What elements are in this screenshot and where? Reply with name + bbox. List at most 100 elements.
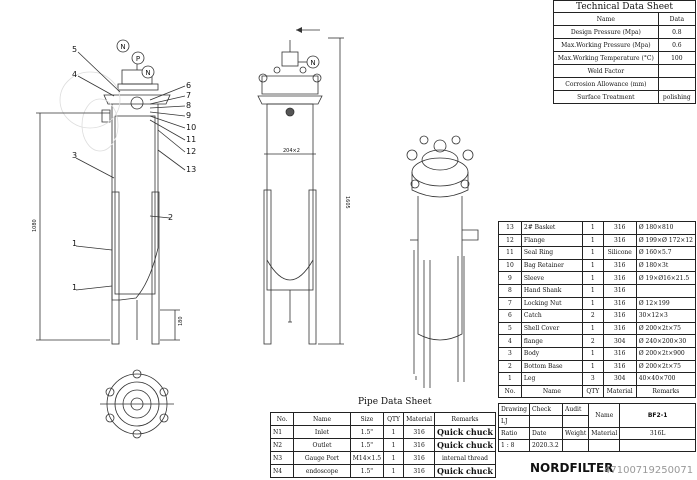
bom-cell-remarks: Ø 180×810: [635, 221, 697, 235]
tds-row-name: Weld Factor: [553, 64, 659, 78]
brand-logo: NORDFILTER: [530, 461, 614, 475]
front-view-middle: [257, 29, 344, 345]
tds-row-name: Corrosion Allowance (mm): [553, 77, 659, 91]
bom-cell-no: 2: [498, 359, 522, 374]
bom-cell-qty: 1: [581, 271, 604, 285]
bom-cell-material: 316: [602, 359, 637, 374]
pipe-cell-qty: 1: [383, 425, 405, 439]
bom-cell-material: 316: [602, 296, 637, 311]
dimension-text: 180: [178, 316, 184, 326]
bom-cell-remarks: Ø 180×3t: [635, 258, 697, 273]
bom-cell-material: 316: [602, 283, 637, 298]
bom-cell-remarks: [635, 283, 697, 298]
bom-cell-remarks: Ø 200×2t×75: [635, 321, 697, 336]
pipe-head-name: Name: [293, 412, 351, 426]
pipe-cell-name: Gauge Port: [293, 451, 351, 465]
tb-check: Check: [529, 403, 564, 416]
pipe-cell-remarks: Quick chuck: [434, 438, 496, 452]
nozzle-label: N: [310, 59, 315, 67]
pipe-cell-material: 316: [403, 438, 436, 452]
bom-cell-remarks: Ø 12×199: [635, 296, 697, 311]
dimension-text: 1080: [32, 219, 38, 232]
nozzle-label: N: [145, 69, 150, 77]
nozzle-label: P: [136, 55, 140, 63]
tds-row-name: Design Pressure (Mpa): [553, 25, 659, 39]
bom-cell-qty: 1: [581, 359, 604, 374]
pipe-cell-size: 1.5": [349, 438, 385, 452]
side-view-left: [36, 51, 186, 345]
pipe-head-no: No.: [269, 412, 295, 426]
bom-cell-material: 304: [602, 372, 637, 386]
bom-head-name: Name: [520, 384, 583, 399]
pipe-cell-material: 316: [403, 464, 436, 478]
bom-head-remarks: Remarks: [635, 384, 697, 399]
pipe-cell-name: Outlet: [293, 438, 351, 452]
bom-cell-name: Flange: [520, 233, 583, 248]
bom-cell-material: 304: [602, 334, 637, 348]
bom-cell-remarks: Ø 19×Ø16×21.5: [635, 271, 697, 285]
pipe-head-material: Material: [403, 412, 436, 426]
bom-cell-remarks: 30×12×3: [635, 309, 697, 323]
callout-number: 9: [186, 111, 191, 120]
pipe-cell-remarks: internal thread: [434, 451, 496, 465]
tds-row-data: 0.8: [657, 25, 697, 39]
pipe-cell-qty: 1: [383, 438, 405, 452]
pipe-cell-remarks: Quick chuck: [434, 464, 496, 478]
bom-cell-remarks: Ø 199×Ø 172×12: [635, 233, 697, 248]
bom-cell-name: Bottom Base: [520, 359, 583, 374]
tb-ratio: Ratio: [497, 427, 531, 440]
bom-cell-qty: 2: [581, 334, 604, 348]
bom-cell-material: 316: [602, 221, 637, 235]
tb-name-value: BF2-1: [619, 403, 696, 428]
nozzle-label: N: [120, 43, 125, 51]
pipe-cell-size: 1.5": [349, 425, 385, 439]
bom-cell-material: 316: [602, 346, 637, 361]
bom-cell-name: flange: [520, 334, 583, 348]
bom-cell-no: 3: [498, 346, 522, 361]
callout-number: 4: [72, 70, 77, 79]
pipe-cell-no: N1: [269, 425, 295, 439]
tb-material-label: Material: [588, 427, 621, 440]
pipe-cell-remarks: Quick chuck: [434, 425, 496, 439]
callout-number: 6: [186, 81, 191, 90]
bom-cell-no: 13: [498, 221, 522, 235]
bom-cell-no: 8: [498, 283, 522, 298]
tb-drawing: Drawing: [497, 403, 531, 416]
tds-row-name: Max.Working Temperature (°C): [553, 51, 659, 65]
pipe-head-qty: QTY: [383, 412, 405, 426]
pipe-cell-qty: 1: [383, 464, 405, 478]
tds-row-data: polishing: [657, 90, 697, 104]
callout-number: 7: [186, 91, 191, 100]
flow-arrow-icon: [296, 27, 302, 33]
dimension-text: 204×2: [283, 148, 300, 154]
bom-cell-remarks: Ø 160×5.7: [635, 246, 697, 260]
bom-cell-material: 316: [602, 233, 637, 248]
bom-cell-qty: 1: [581, 296, 604, 311]
bom-cell-remarks: Ø 200×2t×75: [635, 359, 697, 374]
tds-row-data: 0.6: [657, 38, 697, 52]
pipe-cell-name: endoscope: [293, 464, 351, 478]
callout-number: 13: [186, 165, 196, 174]
tb-lj: LJ: [497, 415, 531, 428]
callout-number: 1: [72, 239, 77, 248]
tb-material-value: 316L: [619, 427, 696, 440]
bom-head-material: Material: [602, 384, 637, 399]
bom-cell-no: 12: [498, 233, 522, 248]
callout-number: 5: [72, 45, 77, 54]
callout-number: 2: [168, 213, 173, 222]
isometric-view: [406, 135, 479, 388]
bom-cell-name: Seal Ring: [520, 246, 583, 260]
bom-head-no: No.: [498, 384, 522, 399]
